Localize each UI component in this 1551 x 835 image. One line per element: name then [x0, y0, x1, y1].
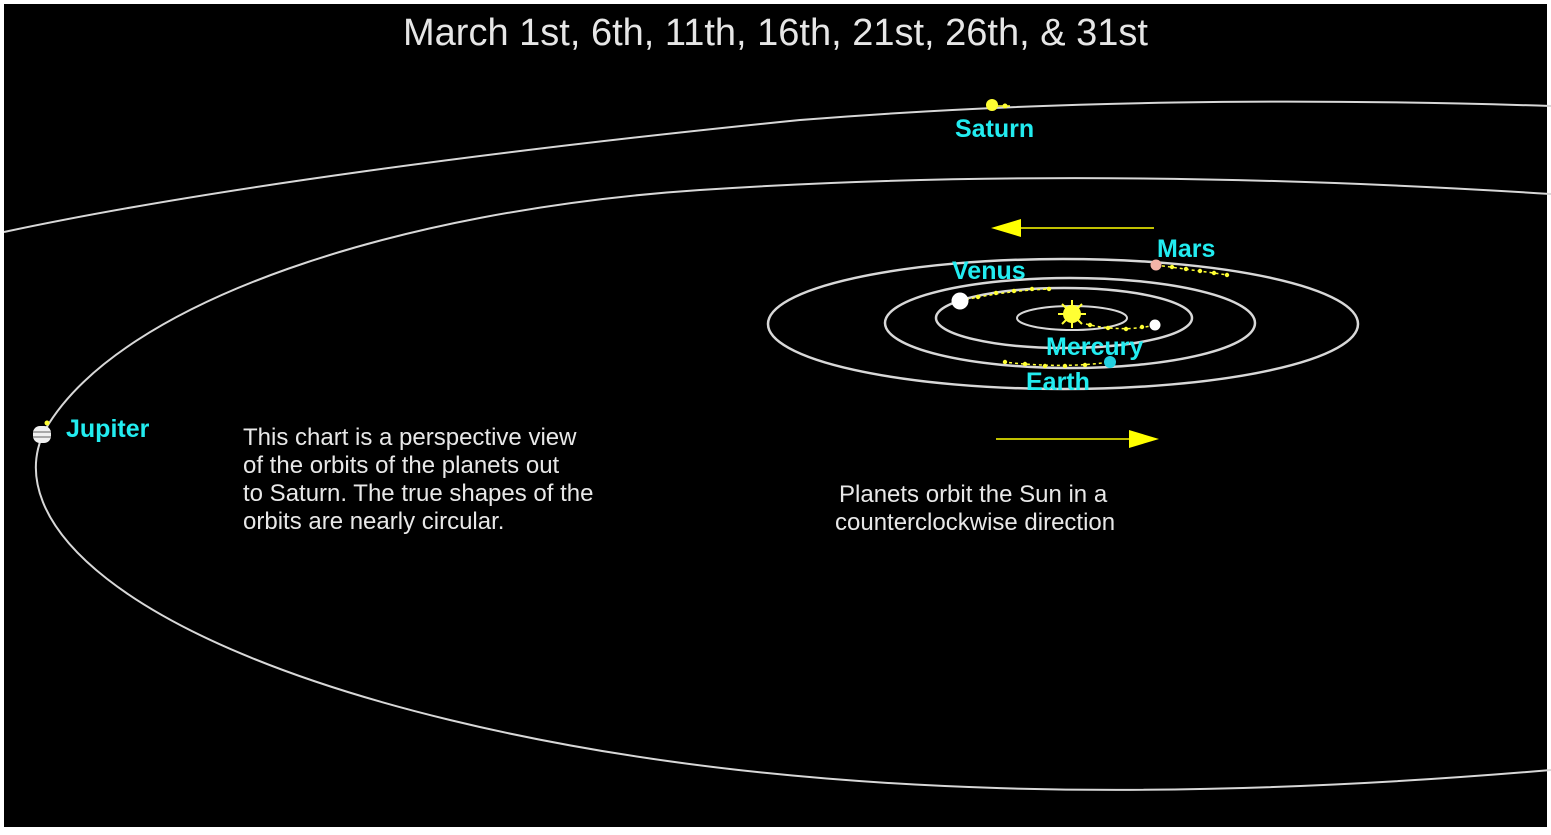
earth-label: Earth: [1026, 368, 1090, 396]
page-title: March 1st, 6th, 11th, 16th, 21st, 26th, …: [403, 12, 1148, 54]
venus-track: [959, 286, 1052, 302]
arrow-right-icon: [996, 430, 1159, 448]
direction-note: Planets orbit the Sun in a counterclockw…: [835, 481, 1115, 537]
venus-icon: [951, 292, 969, 310]
earth-track: [1002, 359, 1111, 369]
mars-label: Mars: [1157, 235, 1216, 263]
saturn-icon: [986, 99, 1010, 111]
perspective-note-line: orbits are nearly circular.: [243, 508, 505, 535]
perspective-note-line: of the orbits of the planets out: [243, 452, 560, 479]
sun-icon: [1058, 300, 1086, 328]
venus-label: Venus: [952, 257, 1026, 285]
mercury-icon: [1149, 319, 1161, 331]
saturn-orbit: [3, 100, 1551, 233]
saturn-label: Saturn: [955, 115, 1035, 143]
venus-orbit: [934, 286, 1194, 350]
jupiter-icon: [33, 420, 51, 443]
mercury-label: Mercury: [1046, 333, 1144, 361]
perspective-note: This chart is a perspective view of the …: [243, 424, 593, 536]
direction-note-line: Planets orbit the Sun in a: [839, 481, 1108, 508]
mars-icon: [1150, 259, 1162, 271]
mars-orbit: [766, 257, 1360, 391]
mercury-track: [1085, 322, 1156, 332]
direction-note-line: counterclockwise direction: [835, 509, 1116, 536]
perspective-note-line: This chart is a perspective view: [243, 424, 577, 451]
space-background: [4, 4, 1547, 827]
earth-orbit: [883, 276, 1257, 370]
earth-icon: [1104, 356, 1116, 368]
jupiter-label: Jupiter: [66, 415, 150, 443]
perspective-note-line: to Saturn. The true shapes of the: [243, 480, 594, 507]
arrow-left-icon: [991, 219, 1154, 237]
mars-track: [1155, 264, 1230, 278]
